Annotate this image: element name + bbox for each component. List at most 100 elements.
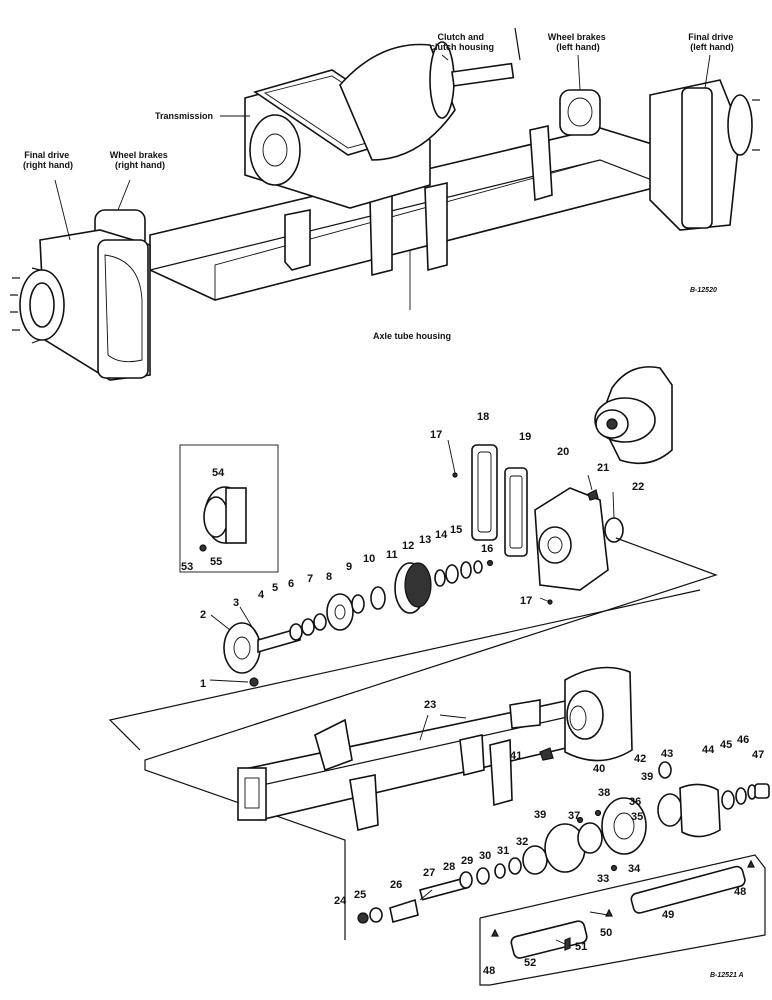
part-label: 48 bbox=[734, 886, 746, 898]
final-right-label-line2: (right hand) bbox=[23, 160, 73, 170]
transmission-label: Transmission bbox=[155, 111, 213, 121]
part-label: 5 bbox=[272, 582, 278, 594]
actuating-assembly-34 bbox=[601, 797, 647, 855]
part-label: 39 bbox=[641, 771, 653, 783]
part-label: 13 bbox=[419, 534, 431, 546]
brakes-left-label-line1: Wheel brakes bbox=[548, 32, 606, 42]
gear-11 bbox=[404, 562, 432, 608]
part-label: 17 bbox=[520, 595, 532, 607]
clutch-housing bbox=[339, 43, 456, 161]
part-label: 3 bbox=[233, 597, 239, 609]
part-label: 48 bbox=[483, 965, 495, 977]
yoke-26 bbox=[389, 898, 419, 923]
part-label: 4 bbox=[258, 589, 265, 601]
housing-flange bbox=[237, 767, 267, 821]
clutch-label: Clutch and clutch housing bbox=[430, 32, 494, 52]
part-label: 31 bbox=[497, 845, 509, 857]
brakes-right-label: Wheel brakes (right hand) bbox=[110, 150, 171, 170]
brakes-right-label-line1: Wheel brakes bbox=[110, 150, 168, 160]
disc bbox=[577, 822, 603, 854]
shaft-42 bbox=[658, 761, 672, 779]
clip-48b bbox=[747, 859, 755, 868]
final-left-label: Final drive (left hand) bbox=[688, 32, 736, 52]
clutch-label-line2: clutch housing bbox=[430, 42, 494, 52]
part-label: 23 bbox=[424, 699, 436, 711]
group-outline bbox=[144, 537, 718, 940]
brake-housing-43 bbox=[679, 783, 721, 838]
part-label: 26 bbox=[390, 879, 402, 891]
part-label: 14 bbox=[435, 529, 448, 541]
spacer-4 bbox=[289, 623, 303, 641]
seal-30 bbox=[494, 863, 506, 879]
axle-bracket bbox=[369, 193, 393, 277]
part-label: 55 bbox=[210, 556, 222, 568]
rod-52 bbox=[510, 920, 588, 959]
hub-studs bbox=[10, 267, 41, 344]
part-label: 45 bbox=[720, 739, 732, 751]
axle-bracket bbox=[529, 125, 553, 202]
final-drive-housing-20 bbox=[534, 487, 609, 591]
ring-31 bbox=[508, 857, 522, 875]
part-label: 21 bbox=[597, 462, 609, 474]
part-label: 42 bbox=[634, 753, 646, 765]
part-label: 39 bbox=[534, 809, 546, 821]
wheel-brake-left bbox=[559, 89, 601, 136]
part-label: 19 bbox=[519, 431, 531, 443]
part-label: 53 bbox=[181, 561, 193, 573]
rod-group-box bbox=[479, 854, 766, 986]
part-label: 38 bbox=[598, 787, 610, 799]
final-left-label-line1: Final drive bbox=[688, 32, 733, 42]
part-label: 30 bbox=[479, 850, 491, 862]
part-label: 32 bbox=[516, 836, 528, 848]
ring-9 bbox=[370, 586, 386, 610]
race-6 bbox=[313, 613, 327, 631]
pin-51 bbox=[564, 937, 571, 951]
seal-22 bbox=[604, 517, 624, 543]
part-label: 54 bbox=[212, 467, 225, 479]
gasket-18 bbox=[471, 444, 498, 541]
final-right-label: Final drive (right hand) bbox=[23, 150, 73, 170]
bearing-28 bbox=[459, 871, 473, 889]
pin-16 bbox=[486, 559, 494, 567]
part-label: 34 bbox=[628, 863, 641, 875]
part-label: 15 bbox=[450, 524, 462, 536]
part-label: 2 bbox=[200, 609, 206, 621]
rod-49 bbox=[630, 865, 746, 914]
part-label: 20 bbox=[557, 446, 569, 458]
transmission-gear-housing bbox=[249, 114, 301, 186]
washer-44 bbox=[721, 790, 735, 810]
part-label: 50 bbox=[600, 927, 612, 939]
plug-21 bbox=[587, 489, 599, 501]
part-label: 18 bbox=[477, 411, 489, 423]
brakes-left-label-line2: (left hand) bbox=[556, 42, 600, 52]
inset-box bbox=[179, 444, 279, 573]
part-label: 51 bbox=[575, 941, 587, 953]
part-label: 52 bbox=[524, 957, 536, 969]
brakes-right-label-line2: (right hand) bbox=[115, 160, 165, 170]
axle-bracket bbox=[284, 209, 311, 271]
gasket-19 bbox=[504, 467, 528, 557]
race-14 bbox=[460, 561, 472, 579]
part-label: 37 bbox=[568, 810, 580, 822]
part-label: 27 bbox=[423, 867, 435, 879]
clutch-shaft bbox=[451, 62, 515, 87]
axle-housing-exploded bbox=[237, 666, 770, 986]
race-29 bbox=[476, 867, 490, 885]
bearing-13 bbox=[445, 564, 459, 584]
part-label: 1 bbox=[200, 678, 206, 690]
figure-code-bottom: B-12521 A bbox=[710, 972, 744, 979]
shaft-27 bbox=[419, 877, 468, 901]
pin-47 bbox=[754, 783, 770, 799]
top-assembly bbox=[10, 27, 760, 381]
nut-41 bbox=[539, 747, 554, 761]
nut-15 bbox=[473, 560, 483, 574]
part-label: 36 bbox=[629, 796, 641, 808]
part-label: 22 bbox=[632, 481, 644, 493]
nut-24 bbox=[357, 912, 369, 924]
part-label: 28 bbox=[443, 861, 455, 873]
clip-48a bbox=[491, 928, 499, 937]
hub-left bbox=[727, 94, 753, 156]
screw-1 bbox=[249, 677, 259, 687]
